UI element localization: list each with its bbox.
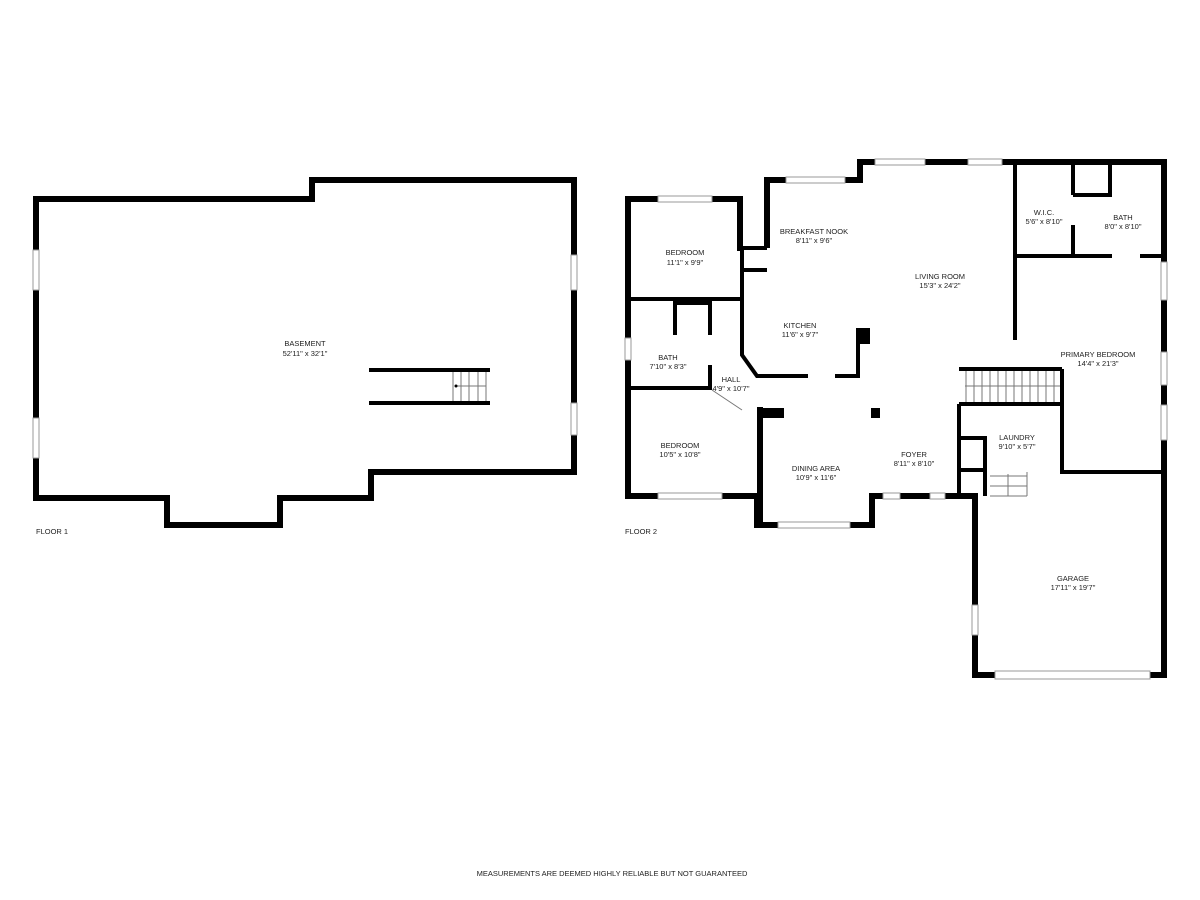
basement-outline <box>33 177 577 528</box>
window <box>570 254 578 291</box>
room-dims: 5'6" x 8'10" <box>1026 217 1063 226</box>
room-dims: 14'4" x 21'3" <box>1077 359 1118 368</box>
room-name: PRIMARY BEDROOM <box>1061 350 1136 359</box>
room-dims: 11'6" x 9'7" <box>782 330 819 339</box>
room-dims: 10'9" x 11'6" <box>796 473 837 482</box>
room-name: DINING AREA <box>792 464 840 473</box>
room-name: FOYER <box>901 450 927 459</box>
room-name: HALL <box>722 375 741 384</box>
room-dims: 8'0" x 8'10" <box>1105 222 1142 231</box>
room-dims: 7'10" x 8'3" <box>650 362 687 371</box>
floor-2-plan: BEDROOM 11'1" x 9'9" BREAKFAST NOOK 8'11… <box>624 158 1168 680</box>
room-dims: 8'11" x 9'6" <box>796 236 833 245</box>
room-name: BATH <box>658 353 677 362</box>
floor-1-plan: BASEMENT 52'11" x 32'1" FLOOR 1 <box>32 177 578 536</box>
stairs <box>452 372 487 401</box>
room-name: BREAKFAST NOOK <box>780 227 848 236</box>
room-dims: 8'11" x 8'10" <box>894 459 935 468</box>
room-name: BATH <box>1113 213 1132 222</box>
room-dims: 15'3" x 24'2" <box>919 281 960 290</box>
room-name: W.I.C. <box>1034 208 1054 217</box>
room-name: BASEMENT <box>284 339 326 348</box>
room-name: KITCHEN <box>784 321 817 330</box>
room-name: LIVING ROOM <box>915 272 965 281</box>
room-name: BEDROOM <box>661 441 700 450</box>
window <box>32 249 40 291</box>
window <box>570 402 578 436</box>
room-dims: 4'9" x 10'7" <box>713 384 750 393</box>
floor-label: FLOOR 1 <box>36 527 68 536</box>
room-dims: 52'11" x 32'1" <box>283 349 328 358</box>
disclaimer: MEASUREMENTS ARE DEEMED HIGHLY RELIABLE … <box>477 869 748 878</box>
room-dims: 11'1" x 9'9" <box>667 258 704 267</box>
room-dims: 10'5" x 10'8" <box>659 450 700 459</box>
room-dims: 9'10" x 5'7" <box>999 442 1036 451</box>
room-name: BEDROOM <box>666 248 705 257</box>
floor-label: FLOOR 2 <box>625 527 657 536</box>
room-dims: 17'11" x 19'7" <box>1051 583 1096 592</box>
room-name: LAUNDRY <box>999 433 1035 442</box>
room-name: GARAGE <box>1057 574 1089 583</box>
window <box>32 417 40 459</box>
exterior-walls <box>625 159 1167 678</box>
stairs <box>965 371 1060 497</box>
